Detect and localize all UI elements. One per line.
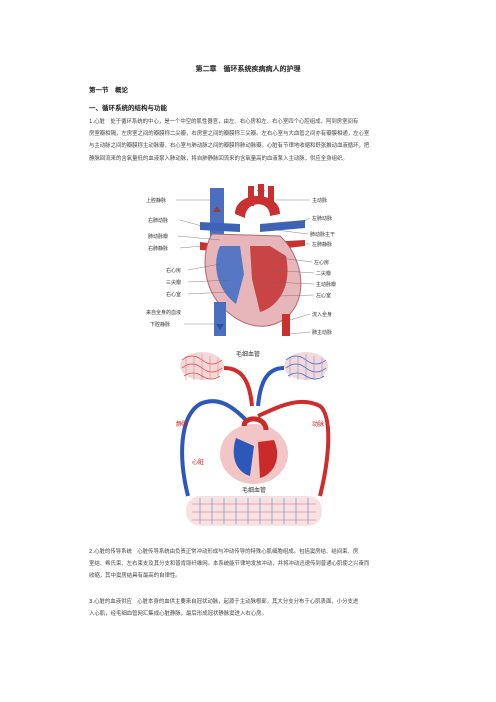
- label-bottom-capillary: 毛细血管: [242, 486, 266, 494]
- label-right-pulmonary-vein: 右肺静脉: [148, 245, 168, 252]
- paragraph-line: 1.心脏 处于循环系统的中心，是一个中空的肌性器官，由左、右心房和左、右心室四个…: [89, 119, 359, 125]
- circulation-figure: 毛细血管 心脏 静脉 动脉 毛细血管: [170, 346, 338, 536]
- paragraph-heart: 1.心脏 处于循环系统的中心，是一个中空的肌性器官，由左、右心房和左、右心室四个…: [89, 116, 409, 165]
- label-heart: 心脏: [192, 458, 204, 466]
- label-pulmonary-aorta: 肺主动脉: [312, 329, 332, 336]
- label-right-atrium: 右心房: [166, 267, 181, 274]
- label-top-capillary: 毛细血管: [236, 350, 260, 358]
- lung-capillary-bed: [180, 352, 328, 380]
- paragraph-line: 2.心脏的传导系统 心脏传导系统由负责正常冲动形成与冲动传导的特殊心肌细胞组成。…: [89, 549, 359, 555]
- subsection-title: 一、循环系统的结构与功能: [89, 104, 167, 112]
- label-from-body: 来自全身的血液: [146, 309, 181, 316]
- paragraph-line: 静脉回流来的含氧量低的血液泵入肺动脉，将自肺静脉回流来的含氧量高的血液泵入主动脉…: [89, 155, 348, 162]
- right-pulmonary-artery: [200, 222, 240, 232]
- label-left-pulmonary-artery: 左肺动脉: [312, 215, 332, 222]
- heart-anatomy-figure: 上腔静脉 右肺动脉 肺动脉瓣 右肺静脉 右心房 三尖瓣 右心室 来自全身的血液 …: [140, 184, 360, 344]
- label-vein: 静脉: [176, 420, 188, 428]
- pulmonary-vein-path: [223, 366, 254, 407]
- heart-icon: [220, 416, 288, 484]
- label-inferior-vena-cava: 下腔静脉: [150, 321, 170, 328]
- label-to-body: 流入全身: [312, 311, 332, 318]
- label-left-pulmonary-vein: 左肺静脉: [312, 241, 332, 248]
- paragraph-blood-supply: 3.心脏的血液供应 心脏本身的血供主要来自冠状动脉，起源于主动脉根部，其大分支分…: [89, 596, 409, 620]
- pulmonary-artery-path: [256, 366, 285, 407]
- label-tricuspid: 三尖瓣: [166, 279, 181, 286]
- label-mitral: 二尖瓣: [316, 270, 331, 277]
- systemic-artery-path: [257, 399, 331, 497]
- section-title: 第一节 概论: [89, 86, 128, 94]
- paragraph-line: 房室瓣相隔，左房室之间的瓣膜称二尖瓣，右房室之间的瓣膜称三尖瓣。左右心室与大血管…: [89, 131, 370, 138]
- left-pulmonary-artery: [260, 220, 305, 232]
- right-chambers: [216, 246, 244, 304]
- systemic-vein-path: [180, 399, 248, 497]
- label-superior-vena-cava: 上腔静脉: [146, 197, 166, 204]
- paragraph-line: 入心肌，经毛细血管网汇集成心脏静脉，最后形成冠状静脉窦进入右心房。: [89, 611, 267, 618]
- label-right-ventricle: 右心室: [166, 291, 181, 298]
- inferior-vena-cava: [214, 302, 226, 336]
- label-left-atrium: 左心房: [314, 259, 329, 266]
- label-pulmonary-trunk: 肺动脉主干: [310, 231, 335, 238]
- paragraph-line: 收缩，其中窦房结具有最高的自律性。: [89, 573, 181, 580]
- label-artery: 动脉: [312, 420, 324, 428]
- paragraph-line: 3.心脏的血液供应 心脏本身的血供主要来自冠状动脉，起源于主动脉根部，其大分支分…: [89, 599, 359, 605]
- label-aortic-valve: 主动脉瓣: [316, 281, 336, 288]
- left-chambers: [250, 246, 288, 312]
- label-aorta: 主动脉: [312, 197, 327, 204]
- paragraph-line: 与主动脉之间的瓣膜称主动脉瓣，右心室与肺动脉之间的瓣膜称肺动脉瓣。心脏有节律地收…: [89, 143, 370, 150]
- paragraph-conduction: 2.心脏的传导系统 心脏传导系统由负责正常冲动形成与冲动传导的特殊心肌细胞组成。…: [89, 546, 409, 583]
- paragraph-line: 室结、希氏束、左右束支及其分支和普肯耶纤维网。本系统能节律地发放冲动，并将冲动迅…: [89, 561, 370, 568]
- chapter-title: 第二章 循环系统疾病病人的护理: [195, 65, 301, 73]
- label-left-ventricle: 左心室: [316, 292, 331, 299]
- label-right-pulmonary-artery: 右肺动脉: [148, 217, 168, 224]
- body-capillary-bed: [186, 496, 322, 526]
- label-pulmonary-valve: 肺动脉瓣: [148, 233, 168, 240]
